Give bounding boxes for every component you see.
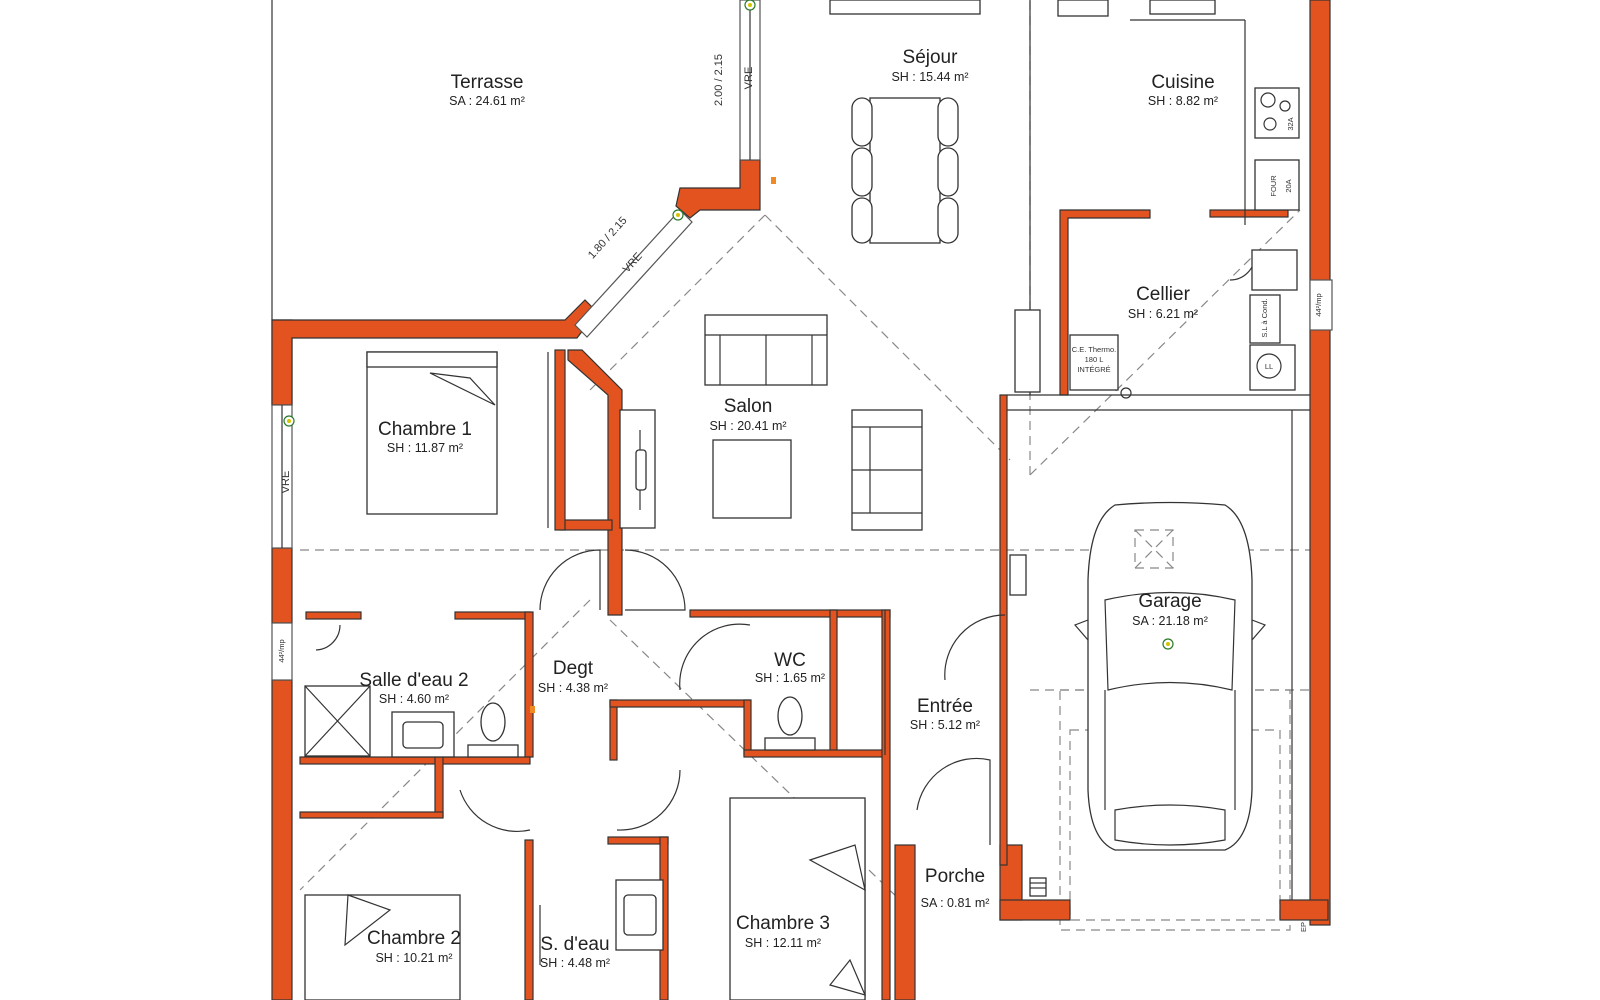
room-area-chambre2: SH : 10.21 m² <box>375 951 452 965</box>
room-area-wc: SH : 1.65 m² <box>755 671 825 685</box>
room-area-sejour: SH : 15.44 m² <box>891 70 968 84</box>
vent-right <box>1309 279 1333 331</box>
room-name-chambre2: Chambre 2 <box>367 928 461 949</box>
vent-label-right: 44²/mp <box>1314 293 1323 316</box>
ce-thermo-label-3: INTÉGRÉ <box>1077 365 1110 374</box>
room-labels: Terrasse SA : 24.61 m² Séjour SH : 15.44… <box>359 47 1218 970</box>
sink-icon <box>615 879 664 951</box>
room-area-terrasse: SA : 24.61 m² <box>449 94 525 108</box>
four-amp-label: 20A <box>1284 179 1293 192</box>
room-name-porche: Porche <box>925 866 985 887</box>
dim-bay-1: 2.00 / 2.15 <box>713 54 725 106</box>
toilet-icon <box>764 696 816 751</box>
vre-label-1: VRE <box>743 67 755 90</box>
bed-icon <box>366 351 498 515</box>
bay-window-salon <box>574 209 693 338</box>
ll-label: LL <box>1265 362 1273 371</box>
shower-icon <box>304 685 371 757</box>
ce-thermo-label-1: C.E. Thermo. <box>1072 345 1116 354</box>
room-area-garage: SA : 21.18 m² <box>1132 614 1208 628</box>
room-area-salon: SH : 20.41 m² <box>709 419 786 433</box>
vre-label-3: VRE <box>280 471 292 494</box>
room-area-porche: SA : 0.81 m² <box>921 896 990 910</box>
room-area-chambre1: SH : 11.87 m² <box>387 441 463 455</box>
room-name-terrasse: Terrasse <box>451 72 524 93</box>
windows <box>271 0 1333 681</box>
room-area-s-eau: SH : 4.48 m² <box>540 956 610 970</box>
electric-outlet-icon <box>283 415 295 427</box>
room-name-chambre3: Chambre 3 <box>736 913 830 934</box>
plaque-amp-label: 32A <box>1286 117 1295 130</box>
room-name-salle-eau2: Salle d'eau 2 <box>359 670 468 691</box>
vent-left <box>271 622 293 681</box>
sink-icon <box>391 711 455 758</box>
sofa-icon <box>704 314 828 386</box>
toilet-icon <box>467 702 519 758</box>
electric-outlet-icon <box>1162 638 1174 650</box>
oven-icon <box>1254 159 1300 211</box>
room-name-garage: Garage <box>1138 591 1201 612</box>
dining-table-icon <box>851 97 959 244</box>
fridge-icon <box>1251 249 1298 291</box>
room-name-s-eau: S. d'eau <box>540 934 609 955</box>
armchair-icon <box>851 409 923 531</box>
ce-thermo-label-2: 180 L <box>1085 355 1104 364</box>
four-label: FOUR <box>1269 175 1278 197</box>
car-icon <box>1073 501 1267 851</box>
room-name-cuisine: Cuisine <box>1151 72 1214 93</box>
ep-label: EP <box>1299 922 1308 932</box>
vent-label-left: 44²/mp <box>277 639 286 662</box>
room-name-sejour: Séjour <box>903 47 959 68</box>
electric-outlets <box>283 0 1174 713</box>
room-name-chambre1: Chambre 1 <box>378 419 472 440</box>
walls <box>271 0 1331 1000</box>
room-name-degt: Degt <box>553 658 594 679</box>
room-name-entree: Entrée <box>917 696 973 717</box>
room-area-cuisine: SH : 8.82 m² <box>1148 94 1218 108</box>
room-area-salle-eau2: SH : 4.60 m² <box>379 692 449 706</box>
room-area-degt: SH : 4.38 m² <box>538 681 608 695</box>
room-name-wc: WC <box>774 650 806 671</box>
room-area-entree: SH : 5.12 m² <box>910 718 980 732</box>
sl-cond-label: S.L à Cond. <box>1260 298 1269 337</box>
electric-outlet-icon <box>672 209 684 221</box>
room-name-salon: Salon <box>724 396 773 417</box>
room-area-chambre3: SH : 12.11 m² <box>745 936 821 950</box>
room-name-cellier: Cellier <box>1136 284 1191 305</box>
room-area-cellier: SH : 6.21 m² <box>1128 307 1198 321</box>
doors <box>315 254 1256 845</box>
dim-bay-2: 1.80 / 2.15 <box>586 215 630 262</box>
electric-outlet-icon <box>744 0 756 11</box>
furniture <box>304 0 1300 1000</box>
